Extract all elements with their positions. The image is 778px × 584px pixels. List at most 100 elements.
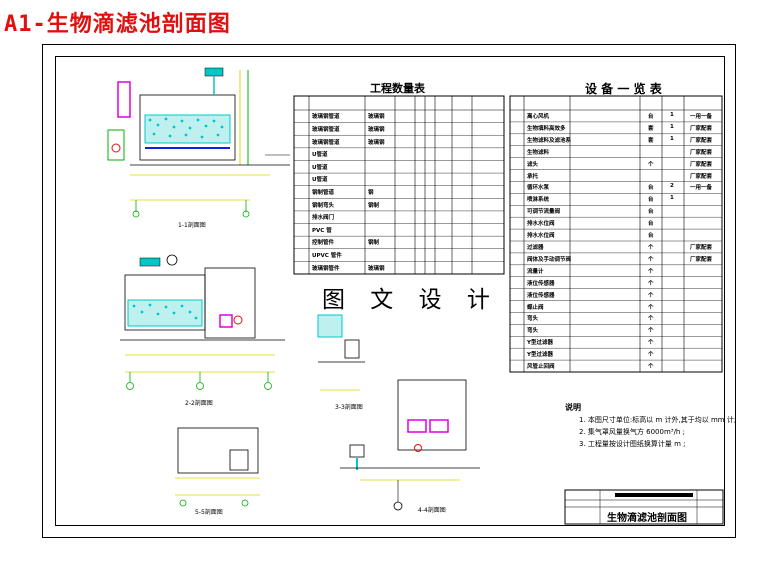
section-1-1 bbox=[107, 67, 290, 218]
table-cell-name: 钢制管道 bbox=[312, 190, 335, 196]
table-cell-name: 液位传感器 bbox=[527, 292, 555, 299]
notes-line-3: 3. 工程量按设计图纸换算计量 m ; bbox=[579, 440, 686, 448]
section-3-3 bbox=[317, 314, 365, 391]
table-cell-note: 厂家配套 bbox=[690, 256, 713, 263]
table-cell-name: 承托 bbox=[527, 173, 539, 180]
table-cell-name: PVC 管 bbox=[312, 227, 332, 234]
table-cell-unit: 台 bbox=[648, 209, 654, 216]
table-cell-note: 厂家配套 bbox=[690, 244, 713, 251]
table-cell-name: 排水水位阀 bbox=[527, 221, 555, 228]
table-cell-name: Y型过滤器 bbox=[527, 352, 553, 359]
table-cell-name: 蝶止阀 bbox=[527, 304, 544, 311]
section-5-5 bbox=[175, 427, 260, 507]
drawing-sheet-border bbox=[42, 44, 736, 538]
table-cell-unit: 个 bbox=[648, 256, 654, 263]
table-cell-name: 生物滤料及滤池系 bbox=[527, 137, 572, 144]
table-cell-unit: 个 bbox=[648, 292, 654, 299]
section-label-1-1: 1-1剖面图 bbox=[178, 222, 206, 229]
table-cell-unit: 台 bbox=[648, 197, 654, 204]
table-cell-qty: 1 bbox=[670, 135, 674, 142]
table-cell-material: 钢制 bbox=[368, 240, 380, 247]
drawing-frame bbox=[55, 56, 725, 526]
quantity-table-title: 工程数量表 bbox=[370, 82, 425, 95]
table-cell-name: UPVC 管件 bbox=[312, 253, 342, 260]
table-cell-qty: 1 bbox=[670, 111, 674, 118]
watermark: 图 文 设 计 bbox=[316, 280, 505, 314]
table-cell-material: 玻璃钢 bbox=[368, 126, 385, 133]
table-cell-name: 钢制弯头 bbox=[312, 202, 335, 209]
table-cell-unit: 个 bbox=[648, 268, 654, 275]
section-label-5-5: 5-5剖面图 bbox=[195, 509, 223, 516]
table-cell-unit: 个 bbox=[648, 328, 654, 335]
table-cell-qty: 1 bbox=[670, 123, 674, 130]
table-cell-name: 生物填料高效多 bbox=[527, 125, 566, 132]
table-cell-note: 厂家配套 bbox=[690, 125, 713, 132]
equipment-table-title: 设 备 一 览 表 bbox=[585, 82, 662, 96]
table-cell-unit: 个 bbox=[648, 161, 654, 168]
table-cell-name: 离心风机 bbox=[527, 113, 550, 120]
table-cell-name: U管道 bbox=[312, 177, 328, 184]
table-cell-name: 滤头 bbox=[527, 161, 539, 168]
table-cell-name: 生物滤料 bbox=[527, 149, 550, 156]
table-cell-note: 一用一备 bbox=[690, 113, 713, 120]
table-cell-name: 排水水位阀 bbox=[527, 233, 555, 240]
table-cell-name: 可调节流量阀 bbox=[527, 209, 561, 216]
table-cell-unit: 套 bbox=[648, 137, 654, 144]
table-cell-unit: 个 bbox=[648, 280, 654, 287]
table-cell-note: 厂家配套 bbox=[690, 149, 713, 156]
table-cell-name: 循环水泵 bbox=[527, 185, 550, 192]
table-cell-name: 弯头 bbox=[527, 316, 539, 323]
table-cell-name: 喷淋系统 bbox=[527, 197, 550, 204]
section-4-4 bbox=[340, 379, 480, 511]
page-title: A1-生物滴滤池剖面图 bbox=[4, 12, 231, 37]
table-cell-unit: 台 bbox=[648, 185, 654, 192]
table-cell-note: 一用一备 bbox=[690, 185, 713, 192]
table-cell-qty: 1 bbox=[670, 195, 674, 202]
table-cell-name: 阀体及手动调节阀 bbox=[527, 256, 572, 263]
table-cell-name: U管道 bbox=[312, 164, 328, 171]
table-cell-name: 过滤器 bbox=[527, 244, 544, 251]
table-cell-qty: 2 bbox=[670, 183, 674, 190]
table-cell-unit: 套 bbox=[648, 125, 654, 132]
table-cell-material: 玻璃钢 bbox=[368, 114, 385, 121]
table-cell-name: 风管止回阀 bbox=[527, 364, 555, 371]
table-cell-name: Y型过滤器 bbox=[527, 340, 553, 347]
section-label-4-4: 4-4剖面图 bbox=[418, 507, 446, 514]
table-cell-name: 玻璃钢管件 bbox=[312, 265, 340, 272]
table-cell-unit: 个 bbox=[648, 364, 654, 371]
table-cell-unit: 个 bbox=[648, 244, 654, 251]
table-cell-note: 厂家配套 bbox=[690, 161, 713, 168]
table-cell-material: 钢 bbox=[368, 190, 374, 196]
title-block bbox=[564, 489, 724, 525]
table-cell-name: 玻璃钢管道 bbox=[312, 139, 340, 146]
section-2-2 bbox=[120, 254, 285, 390]
table-cell-name: 流量计 bbox=[527, 268, 544, 275]
notes-line-1: 1. 本图尺寸单位:标高以 m 计外,其于均以 mm 计; bbox=[579, 416, 737, 424]
equipment-table bbox=[509, 95, 723, 373]
table-cell-unit: 台 bbox=[648, 221, 654, 228]
table-cell-unit: 台 bbox=[648, 113, 654, 120]
table-cell-name: 弯头 bbox=[527, 328, 539, 335]
notes-line-2: 2. 集气罩风量换气方 6000m³/h ; bbox=[579, 428, 685, 436]
table-cell-unit: 个 bbox=[648, 304, 654, 311]
section-label-3-3: 3-3剖面图 bbox=[335, 404, 363, 411]
table-cell-material: 玻璃钢 bbox=[368, 265, 385, 272]
table-cell-name: 液位传感器 bbox=[527, 280, 555, 287]
table-cell-unit: 个 bbox=[648, 340, 654, 347]
table-cell-unit: 个 bbox=[648, 352, 654, 359]
table-cell-name: 排水阀门 bbox=[312, 215, 335, 222]
table-cell-unit: 个 bbox=[648, 316, 654, 323]
table-cell-material: 钢制 bbox=[368, 202, 380, 209]
quantity-table bbox=[293, 95, 505, 275]
table-cell-unit: 台 bbox=[648, 233, 654, 240]
table-cell-name: U管道 bbox=[312, 152, 328, 159]
notes-heading: 说明 bbox=[565, 403, 581, 412]
table-cell-name: 玻璃钢管道 bbox=[312, 126, 340, 133]
table-cell-name: 玻璃钢管道 bbox=[312, 114, 340, 121]
title-block-drawing-name: 生物滴滤池剖面图 bbox=[607, 513, 687, 524]
notes-block: 说明 1. 本图尺寸单位:标高以 m 计外,其于均以 mm 计; 2. 集气罩风… bbox=[565, 402, 736, 450]
section-label-2-2: 2-2剖面图 bbox=[185, 400, 213, 407]
table-cell-name: 控制管件 bbox=[312, 240, 335, 247]
table-cell-note: 厂家配套 bbox=[690, 137, 713, 144]
